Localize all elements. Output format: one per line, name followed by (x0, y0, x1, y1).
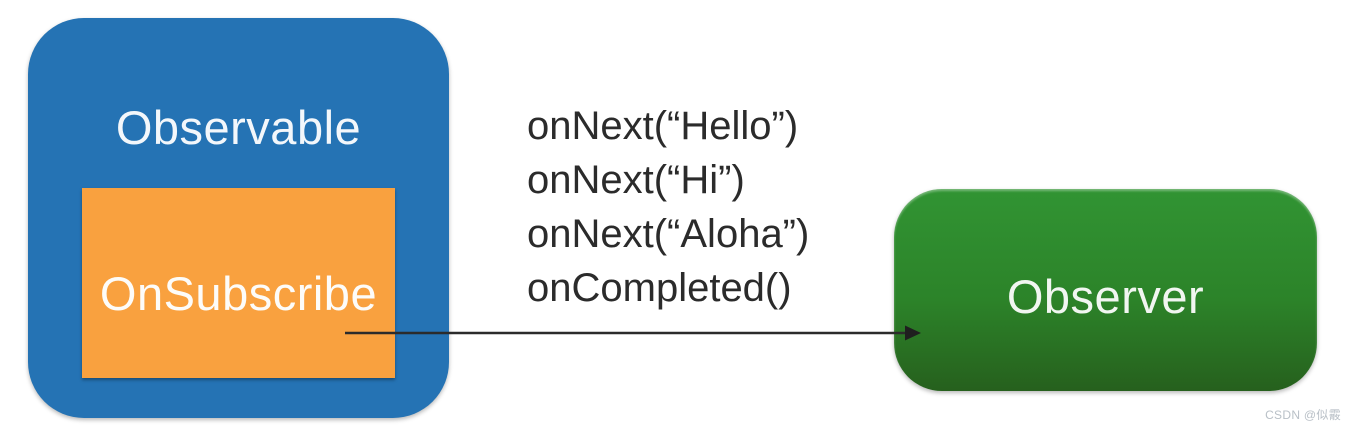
subscribe-arrow-icon (345, 325, 921, 341)
onsubscribe-box: OnSubscribe (82, 188, 395, 378)
event-call-onnext-hi: onNext(“Hi”) (527, 158, 745, 202)
watermark: CSDN @似霰 (1265, 408, 1341, 422)
onsubscribe-label: OnSubscribe (99, 266, 378, 320)
observer-label: Observer (1006, 269, 1205, 323)
observable-label: Observable (115, 101, 362, 154)
observable-box: Observable OnSubscribe (28, 18, 449, 418)
event-call-oncompleted: onCompleted() (527, 266, 792, 310)
event-call-onnext-aloha: onNext(“Aloha”) (527, 212, 810, 256)
observer-box: Observer (894, 189, 1317, 391)
event-call-list: onNext(“Hello”) onNext(“Hi”) onNext(“Alo… (527, 99, 809, 315)
event-call-onnext-hello: onNext(“Hello”) (527, 104, 799, 148)
